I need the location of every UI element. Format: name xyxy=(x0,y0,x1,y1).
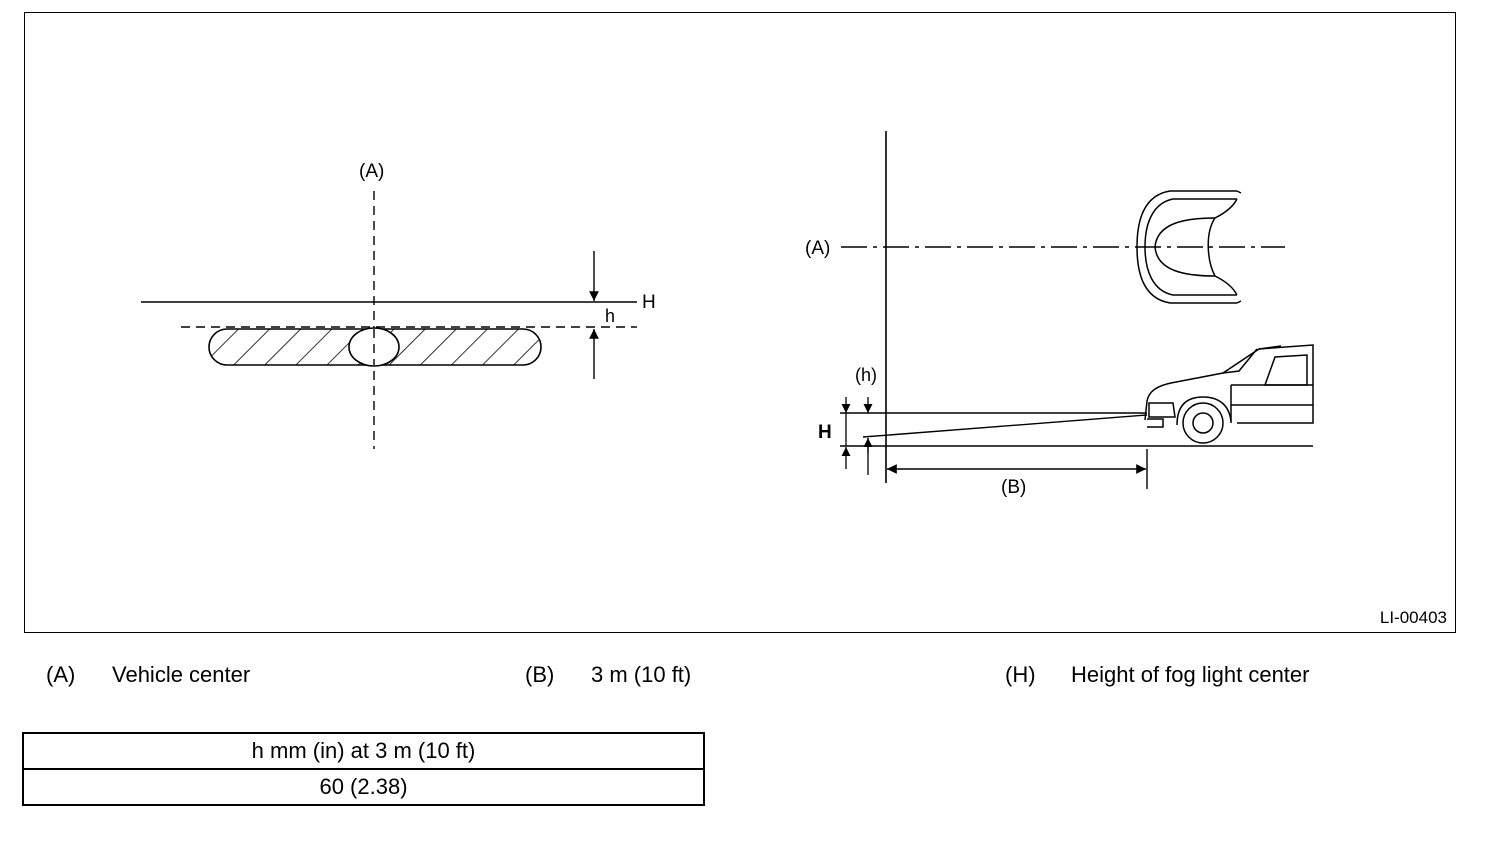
legend-key: (B) xyxy=(525,662,555,687)
legend-text: Vehicle center xyxy=(112,662,251,687)
diagram-figure: (A) H h xyxy=(24,12,1456,633)
front-label-h-lower: h xyxy=(605,306,615,326)
legend-item-h: (H) Height of fog light center xyxy=(1005,662,1309,688)
legend-item-b: (B) 3 m (10 ft) xyxy=(525,662,691,688)
figure-id: LI-00403 xyxy=(1379,608,1447,627)
side-label-a: (A) xyxy=(805,238,830,259)
legend-item-a: (A) Vehicle center xyxy=(46,662,250,688)
spec-table: h mm (in) at 3 m (10 ft) 60 (2.38) xyxy=(22,732,705,806)
legend-text: Height of fog light center xyxy=(1071,662,1310,687)
table-value-cell: 60 (2.38) xyxy=(22,768,705,806)
front-view-pattern xyxy=(141,191,637,449)
car-side-view xyxy=(1144,344,1314,444)
legend-key: (A) xyxy=(46,662,76,687)
side-label-h-paren: (h) xyxy=(855,365,877,385)
side-label-h-upper: H xyxy=(818,422,832,443)
table-header-cell: h mm (in) at 3 m (10 ft) xyxy=(22,732,705,770)
beam-line xyxy=(862,414,1148,438)
legend-key: (H) xyxy=(1005,662,1036,687)
car-top-view xyxy=(1136,190,1242,304)
side-label-b: (B) xyxy=(1001,477,1026,498)
table-row: 60 (2.38) xyxy=(22,768,705,806)
table-header-row: h mm (in) at 3 m (10 ft) xyxy=(22,732,705,770)
legend-text: 3 m (10 ft) xyxy=(591,662,692,687)
side-view xyxy=(840,131,1314,489)
front-label-h-upper: H xyxy=(642,292,656,313)
fog-light-aiming-diagram: (A) H h xyxy=(141,131,1314,498)
front-label-a: (A) xyxy=(359,161,384,182)
